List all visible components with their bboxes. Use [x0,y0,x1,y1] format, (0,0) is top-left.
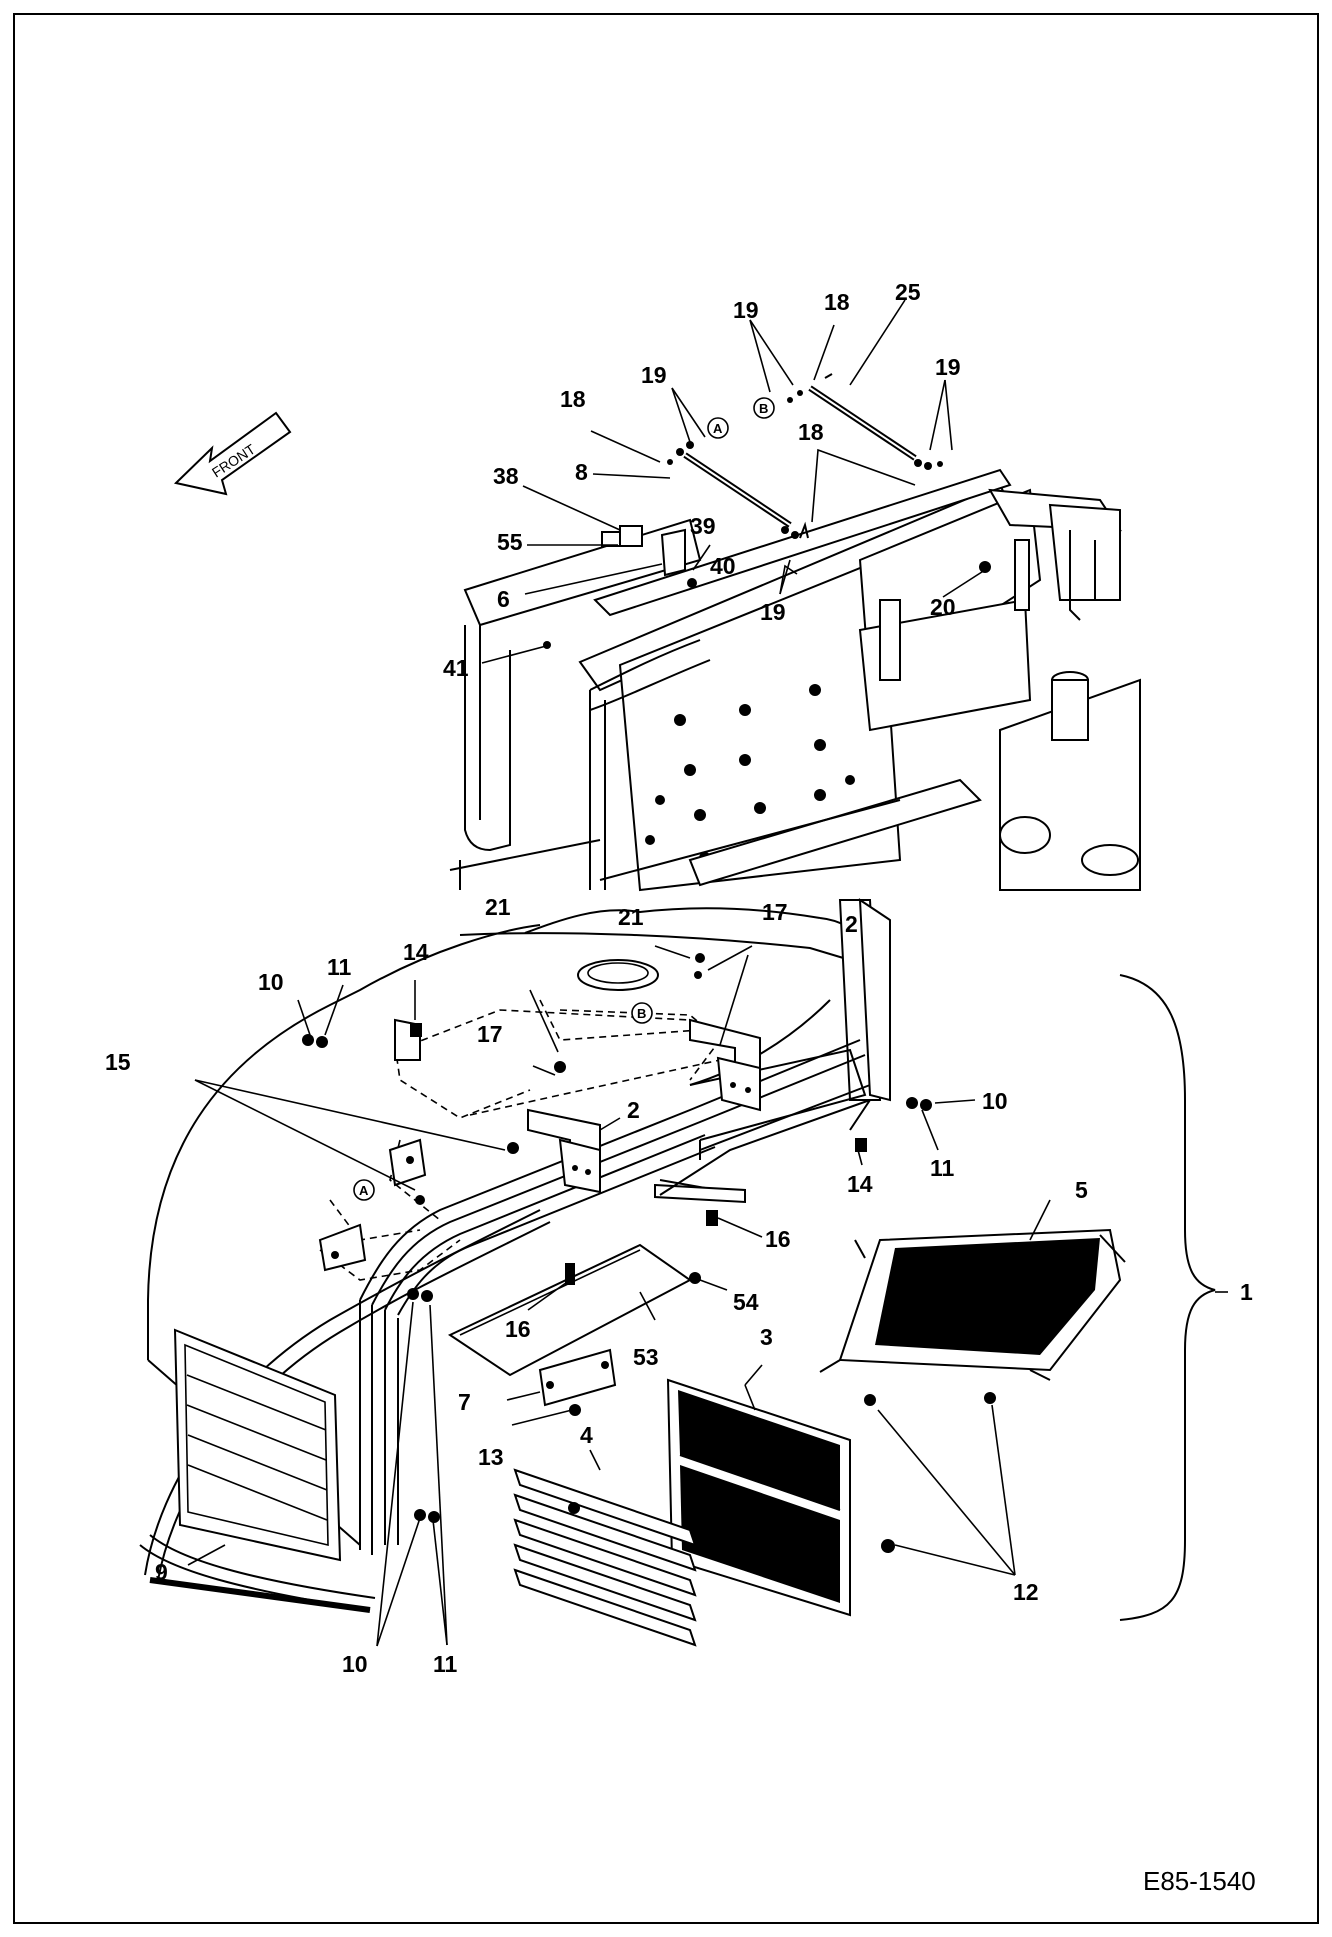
callout-25: 25 [895,279,921,305]
callout-15: 15 [105,1049,131,1075]
left-grille [139,1328,376,1613]
callout-labels: 19 18 25 19 19 18 18 8 38 39 55 40 6 19 … [105,279,1253,1677]
callout-21: 21 [618,904,644,930]
callout-18: 18 [824,289,850,315]
callout-1: 1 [1240,1279,1253,1305]
callout-18: 18 [798,419,824,445]
callout-21: 21 [485,894,511,920]
callout-11: 11 [930,1155,955,1181]
gas-strut-25 [787,373,943,470]
page-frame [13,13,1319,1924]
reference-marker-a-lower: A [353,1179,375,1201]
callout-17: 17 [477,1021,503,1047]
hood-assembly [144,898,891,1581]
assembly-brace [1119,974,1216,1621]
diagram-code: E85-1540 [1143,1866,1256,1896]
callout-10: 10 [342,1651,368,1677]
callout-19: 19 [733,297,759,323]
callout-38: 38 [493,463,519,489]
fasteners [302,953,996,1553]
marker-a-text: A [713,421,723,436]
callout-9: 9 [155,1559,168,1585]
leader-lines [187,299,1228,1647]
hinge-middle [527,1108,601,1194]
callout-2: 2 [627,1097,640,1123]
cross-rail [654,1084,871,1204]
mesh-panel-3 [666,1378,851,1617]
callout-5: 5 [1075,1177,1088,1203]
callout-2: 2 [845,911,858,937]
callout-55: 55 [497,529,523,555]
reference-marker-b-upper: B [753,397,775,419]
callout-16: 16 [765,1226,791,1252]
marker-b-text: B [637,1006,646,1021]
callout-19: 19 [935,354,961,380]
gas-strut-8 [667,441,809,539]
callout-7: 7 [458,1389,471,1415]
callout-12: 12 [1013,1579,1039,1605]
callout-18: 18 [560,386,586,412]
callout-17: 17 [762,899,788,925]
callout-39: 39 [690,513,716,539]
reference-marker-b-lower: B [631,1002,653,1024]
callout-13: 13 [478,1444,504,1470]
hinge-upper [689,1018,761,1112]
callout-3: 3 [760,1324,773,1350]
upper-frame-assembly [449,468,1141,892]
callout-8: 8 [575,459,588,485]
marker-a-text: A [359,1183,369,1198]
callout-14: 14 [847,1171,873,1197]
callout-16: 16 [505,1316,531,1342]
callout-19: 19 [760,599,786,625]
callout-54: 54 [733,1289,759,1315]
callout-6: 6 [497,586,510,612]
callout-20: 20 [930,594,956,620]
hinge-7 [538,1348,617,1416]
marker-b-text: B [759,401,768,416]
callout-14: 14 [403,939,429,965]
callout-19: 19 [641,362,667,388]
mesh-panel-5 [819,1228,1126,1381]
reference-marker-a-upper: A [707,417,729,439]
callout-4: 4 [580,1422,593,1448]
callout-40: 40 [710,553,736,579]
callout-11: 11 [327,954,352,980]
callout-11: 11 [433,1651,458,1677]
callout-10: 10 [982,1088,1008,1114]
callout-41: 41 [443,655,469,681]
callout-10: 10 [258,969,284,995]
bar-stack-4 [513,1468,697,1647]
callout-53: 53 [633,1344,659,1370]
front-arrow-icon: FRONT [173,411,292,496]
